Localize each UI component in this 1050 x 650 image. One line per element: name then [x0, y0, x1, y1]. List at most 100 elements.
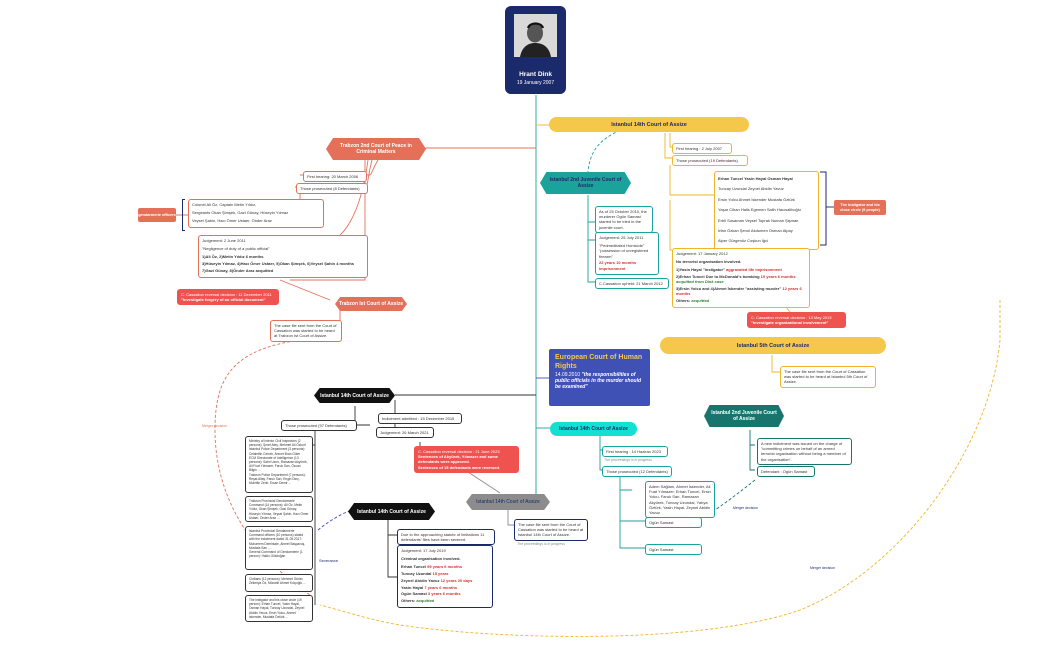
- central-node[interactable]: Hrant Dink 19 January 2007: [505, 6, 566, 94]
- left-line1-sentence: 99 years 6 months: [426, 564, 463, 570]
- ist14-left-title: Istanbul 14th Court of Assize: [357, 508, 426, 515]
- left-line-5: Ogün Samast 3 years 6 months: [401, 591, 489, 596]
- left-line6-name: Others:: [401, 597, 416, 603]
- ist14-top-title: Istanbul 14th Court of Assize: [611, 121, 687, 128]
- left-line-6: Others: acquitted: [401, 598, 489, 603]
- defendant-group-4: Civilians (12 persons): Mehmet Gürler, Z…: [245, 574, 313, 592]
- line2-acquitted: acquitted from Dink case: [676, 279, 724, 285]
- line4-acquitted: acquitted: [690, 297, 710, 303]
- juvenile-judgement-note: "Pedmeditated Homicide" "possession of u…: [599, 243, 649, 259]
- defendant-group-3: Istanbul Provincial Gendarmerie Command …: [245, 526, 313, 570]
- gendarmerie-tag-label: gendarmerie officers: [138, 212, 176, 217]
- ist14-big-cassation: C. Cassation reversal decision : 21 June…: [414, 446, 519, 473]
- juvenile-top-header[interactable]: Istanbul 2nd Juvenile Court of Assize: [540, 172, 631, 194]
- ist14-defendant-row-1: Erhan Tuncel Yasin Hayal Osman Hayal: [718, 176, 793, 181]
- group4-line-1: Civilians (12 persons): Mehmet Gürler, Z…: [249, 577, 306, 586]
- ist14-left-note: Due to the approaching statute of limita…: [397, 529, 495, 546]
- trabzon-first-hearing: First hearing: 20 March 2006: [303, 171, 367, 183]
- line4-text: Others:: [676, 297, 691, 303]
- trabzon-judgement-date: Judgement: 2 June 2011: [202, 238, 246, 243]
- officers-line-1: Colonel Ali Öz, Captain Metin Yıldız,: [192, 202, 257, 207]
- gendarmerie-tag: gendarmerie officers: [138, 208, 176, 222]
- trabzon-judgement-note: "Negligence of duty of a public official…: [202, 246, 270, 252]
- ist14-big-prosecuted: Those prosecuted (97 Defendants): [281, 420, 357, 432]
- trabzon-assize-title: Trabzon Ist Court of Assize: [338, 301, 404, 307]
- ist14-mid-defendants: Adem Sağlam, Ahmet İskender, Ali Fuat Yı…: [645, 481, 715, 519]
- trabzon-assize-note: The case file sent from the Court of Cas…: [270, 320, 342, 342]
- line2-sentence: 10 years 6 months: [759, 274, 796, 280]
- ist14-big-header[interactable]: Istanbul 14th Court of Assize: [314, 388, 395, 403]
- left-line-3: Zeynel Abidin Yavuz 12 years 20 days: [401, 578, 489, 583]
- ist14-judgement: Judgement: 17 January 2012 No terrorist …: [672, 248, 810, 308]
- ist14-mid-pending: The proceedings is in progress: [604, 458, 652, 462]
- ist14-mid-title: Istanbul 14th Court of Assize: [559, 426, 628, 432]
- left-line4-sentence: 7 years 6 months: [423, 584, 458, 590]
- ist14-mid-ogun-2: Ogün Samast: [645, 544, 702, 556]
- group1-line-2: Istanbul Police Department (3 persons): …: [249, 447, 306, 456]
- echr-body: 14.09.2010 "the responsibilities of publ…: [555, 372, 644, 390]
- group3-line-2: General Command of Gendarmerie (1 person…: [249, 550, 303, 559]
- big-cassation-line-1: Sentences of Akyürek, Yılmazer and some …: [418, 454, 499, 465]
- juvenile-top-title: Istanbul 2nd Juvenile Court of Assize: [549, 177, 622, 189]
- defendant-group-1: Ministry of Interior Civil Inspectors (2…: [245, 436, 313, 493]
- ist14-small-header[interactable]: Istanbul 14th Court of Assize: [466, 494, 550, 510]
- left-judgement-date: Judgement: 17 July 2019: [401, 548, 446, 553]
- left-line3-name: Zeynel Abidin Yavuz: [401, 577, 440, 583]
- left-line-4: Yasin Hayal 7 years 6 months: [401, 585, 489, 590]
- merger-label-1: Merger decision: [202, 424, 227, 428]
- ist14-defendant-row-3: Ersin Yolcu Ahmet İskender Mustafa Öztür…: [718, 196, 795, 202]
- ist5-note: The case file sent from the Court of Cas…: [780, 366, 876, 388]
- trabzon-peace-title: Trabzon 2nd Court of Peace in Criminal M…: [340, 143, 412, 155]
- ist5-title: Istanbul 5th Court of Assize: [736, 342, 810, 349]
- instigator-tag: The instigator and his close circle (9 p…: [834, 200, 886, 215]
- ist14-top-header[interactable]: Istanbul 14th Court of Assize: [549, 117, 749, 132]
- group2-line-1: Trabzon Provincial Gendarmerie Command (…: [249, 499, 309, 520]
- ist14-judgement-line-3: 3)Ersin Yolcu and 4)Ahmet İskender "assi…: [676, 286, 806, 296]
- trabzon-cassation-note: "Investigate forgery of an official docu…: [181, 297, 266, 303]
- juvenile-mid-note: A new indictment was issued on the charg…: [757, 438, 852, 465]
- left-line5-name: Ogün Samast: [401, 591, 427, 597]
- echr-quote: "the responsibilities of public official…: [555, 372, 642, 390]
- ist14-defendant-row-4: Yaşar Cihan Halis Egemen Salih Hacısalih…: [718, 207, 801, 213]
- officers-line-3: Veysel Şahin, Hacı Ömer Ustaer, Önder Ar…: [192, 218, 272, 224]
- ist14-judgement-line-2: 2)Erhan Tuncel Due to McDonald's bombing…: [676, 274, 806, 284]
- left-line1-name: Erhan Tuncel: [401, 564, 427, 570]
- portrait-silhouette-icon: [514, 14, 557, 57]
- ist14-judgement-date: Judgement: 17 January 2012: [676, 251, 728, 256]
- portrait-image: [514, 14, 557, 57]
- left-line4-name: Yasin Hayal: [401, 584, 424, 590]
- juvenile-mid-title: Istanbul 2nd Juvenile Court of Assize: [711, 410, 777, 422]
- ist14-left-header[interactable]: Istanbul 14th Court of Assize: [348, 503, 435, 520]
- trabzon-assize-header[interactable]: Trabzon Ist Court of Assize: [335, 297, 407, 311]
- ist14-defendant-row-7: Alper Gürgenöz Coşkun İğci: [718, 238, 769, 244]
- echr-title: European Court of Human Rights: [555, 354, 643, 370]
- left-line2-sentence: 15 years: [431, 571, 449, 577]
- trabzon-cassation: C. Cassation reversal decision : 11 Dece…: [177, 289, 279, 306]
- ist14-small-title: Istanbul 14th Court of Assize: [476, 499, 540, 505]
- ist14-defendant-row-2: Tuncay Uzundal Zeynel Abidin Yavuz: [718, 186, 784, 192]
- defendant-group-5: The instigator and his close circle (19 …: [245, 595, 313, 622]
- ist14-big-judgement: Judgement: 26 March 2021: [376, 427, 434, 439]
- ist14-mid-header[interactable]: Istanbul 14th Court of Assize: [550, 422, 637, 436]
- ist14-cassation: C. Cassation reversal decision : 13 May …: [747, 312, 846, 329]
- left-line6-acquitted: acquitted: [415, 597, 435, 603]
- trabzon-prosecuted: Those prosecuted (8 Defendants): [296, 183, 368, 195]
- ist14-prosecuted: Those prosecuted (19 Defendants): [672, 155, 748, 167]
- gendarmerie-bracket: [182, 199, 185, 231]
- line1-sentence: aggravated life imprisonment: [724, 267, 782, 273]
- group5-line-1: The instigator and his close circle (19 …: [249, 598, 305, 619]
- officers-line-2: Sergeants Okan Şimşek, Gazi Günay, Hüsey…: [192, 210, 289, 216]
- juvenile-mid-defendant: Defendant : Ogün Samast: [757, 466, 815, 478]
- juvenile-top-note: As of 25 October 2010, the murderer Ogün…: [595, 206, 653, 233]
- ist14-judgement-line-1: 1)Yasin Hayal "instigator" aggravated li…: [676, 267, 806, 272]
- trabzon-peace-header[interactable]: Trabzon 2nd Court of Peace in Criminal M…: [326, 138, 426, 160]
- instigator-tag-label: The instigator and his close circle (9 p…: [840, 203, 880, 212]
- echr-node[interactable]: European Court of Human Rights 14.09.201…: [549, 349, 650, 406]
- ist14-mid-prosecuted: Those prosecuted (12 Defendants): [602, 466, 672, 478]
- group1-line-1: Ministry of Interior Civil Inspectors (2…: [249, 439, 306, 448]
- juvenile-mid-header[interactable]: Istanbul 2nd Juvenile Court of Assize: [704, 405, 784, 427]
- big-cassation-title: C. Cassation reversal decision : 21 June…: [418, 449, 500, 454]
- trabzon-officers: Colonel Ali Öz, Captain Metin Yıldız, Se…: [188, 199, 324, 229]
- juvenile-judgement-result: 22 years 10 months imprisonment: [599, 260, 637, 271]
- ist5-header[interactable]: Istanbul 5th Court of Assize: [660, 337, 886, 354]
